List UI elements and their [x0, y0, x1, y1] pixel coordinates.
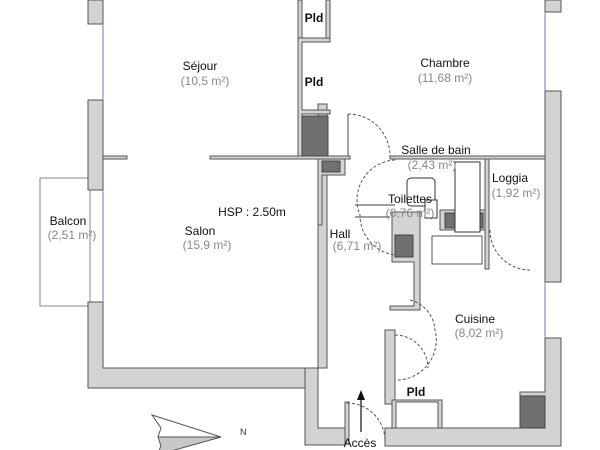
- closet-label: Pld: [305, 75, 324, 89]
- room-label-hall: Hall: [330, 227, 351, 241]
- room-label-chambre: Chambre: [420, 56, 470, 70]
- room-area-salle-de-bain: (2,43 m²): [408, 158, 457, 172]
- room-label-loggia: Loggia: [492, 171, 528, 185]
- balcony-outline: [39, 177, 91, 307]
- entrance-label: Accès: [344, 436, 377, 450]
- door-swings: [346, 113, 531, 442]
- exterior-walls: [87, 0, 562, 447]
- washbasin-icon: [406, 177, 436, 207]
- room-area-sejour: (10,5 m²): [181, 74, 230, 88]
- room-area-salon: (15,9 m²): [183, 238, 232, 252]
- fixtures: [406, 161, 483, 265]
- closet-label: Pld: [305, 11, 324, 25]
- sink-icon: [431, 235, 483, 265]
- room-label-salon: Salon: [185, 224, 216, 238]
- ceiling-height-label: HSP : 2.50m: [218, 205, 286, 219]
- room-area-chambre: (11,68 m²): [418, 71, 472, 85]
- toilet-icon: [424, 199, 438, 219]
- room-label-balcon: Balcon: [50, 214, 87, 228]
- north-arrow-icon: [150, 414, 222, 450]
- room-area-balcon: (2,51 m²): [48, 228, 97, 242]
- entrance-arrowhead-icon: [357, 390, 365, 400]
- room-area-loggia: (1,92 m²): [492, 186, 541, 200]
- north-label: N: [240, 427, 247, 437]
- room-label-cuisine: Cuisine: [455, 312, 495, 326]
- room-area-hall: (6,71 m²): [333, 239, 382, 253]
- closet-label: Pld: [407, 385, 426, 399]
- room-label-toilettes: Toilettes: [388, 192, 432, 206]
- bathtub-icon: [454, 161, 481, 233]
- room-label-sejour: Séjour: [183, 59, 218, 73]
- room-area-cuisine: (8,02 m²): [455, 326, 504, 340]
- room-label-salle-de-bain: Salle de bain: [401, 143, 470, 157]
- room-area-toilettes: (0,76 m²): [386, 206, 435, 220]
- interior-walls: [102, 0, 546, 445]
